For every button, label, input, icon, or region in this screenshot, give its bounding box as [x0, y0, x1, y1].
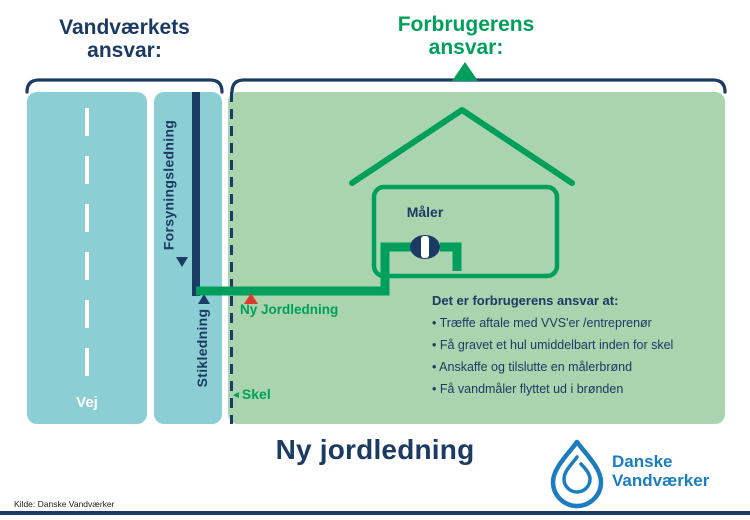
- responsibility-item: • Få vandmåler flyttet ud i brønden: [432, 382, 624, 396]
- responsibility-item: • Træffe aftale med VVS'er /entreprenør: [432, 316, 652, 330]
- supply-line-label: Forsyningsledning: [160, 119, 176, 251]
- responsibility-item: • Anskaffe og tilslutte en målerbrønd: [432, 360, 633, 374]
- right-brace: [230, 78, 727, 94]
- boundary-label-text: Skel: [241, 386, 271, 402]
- road-centerline: [85, 108, 89, 380]
- heading-line2: ansvar:: [428, 36, 504, 59]
- left-brace: [25, 78, 224, 94]
- boundary-label: ◄Skel: [231, 386, 271, 402]
- responsibility-item: • Få gravet et hul umiddelbart inden for…: [432, 338, 674, 352]
- logo-line2: Vandværker: [612, 471, 710, 490]
- heading-line2: ansvar:: [87, 39, 162, 62]
- road-panel: Vej: [27, 92, 147, 424]
- responsibilities-block: Det er forbrugerens ansvar at: • Træffe …: [432, 293, 717, 404]
- bottom-rule: [0, 511, 750, 515]
- service-line-label: Stikledning: [194, 308, 210, 388]
- heading-line1: Vandværkets: [59, 16, 190, 39]
- heading-line1: Forbrugerens: [397, 13, 535, 36]
- meter-label: Måler: [406, 204, 444, 220]
- new-ground-line-label: Ny Jordledning: [240, 302, 339, 317]
- logo-wordmark: Danske Vandværker: [612, 452, 709, 490]
- source-note: Kilde: Danske Vandværker: [14, 499, 115, 509]
- left-arrow-icon: ◄: [231, 390, 241, 401]
- responsibilities-title: Det er forbrugerens ansvar at:: [432, 293, 619, 308]
- logo-line1: Danske: [612, 452, 673, 471]
- responsibilities-list: • Træffe aftale med VVS'er /entreprenør …: [432, 316, 717, 396]
- brace-pointer-triangle-icon: [452, 62, 478, 81]
- road-label: Vej: [76, 394, 98, 411]
- heading-consumer-responsibility: Forbrugerens ansvar:: [371, 13, 561, 59]
- page-title: Ny jordledning: [275, 434, 475, 465]
- heading-waterworks-responsibility: Vandværkets ansvar:: [32, 16, 217, 62]
